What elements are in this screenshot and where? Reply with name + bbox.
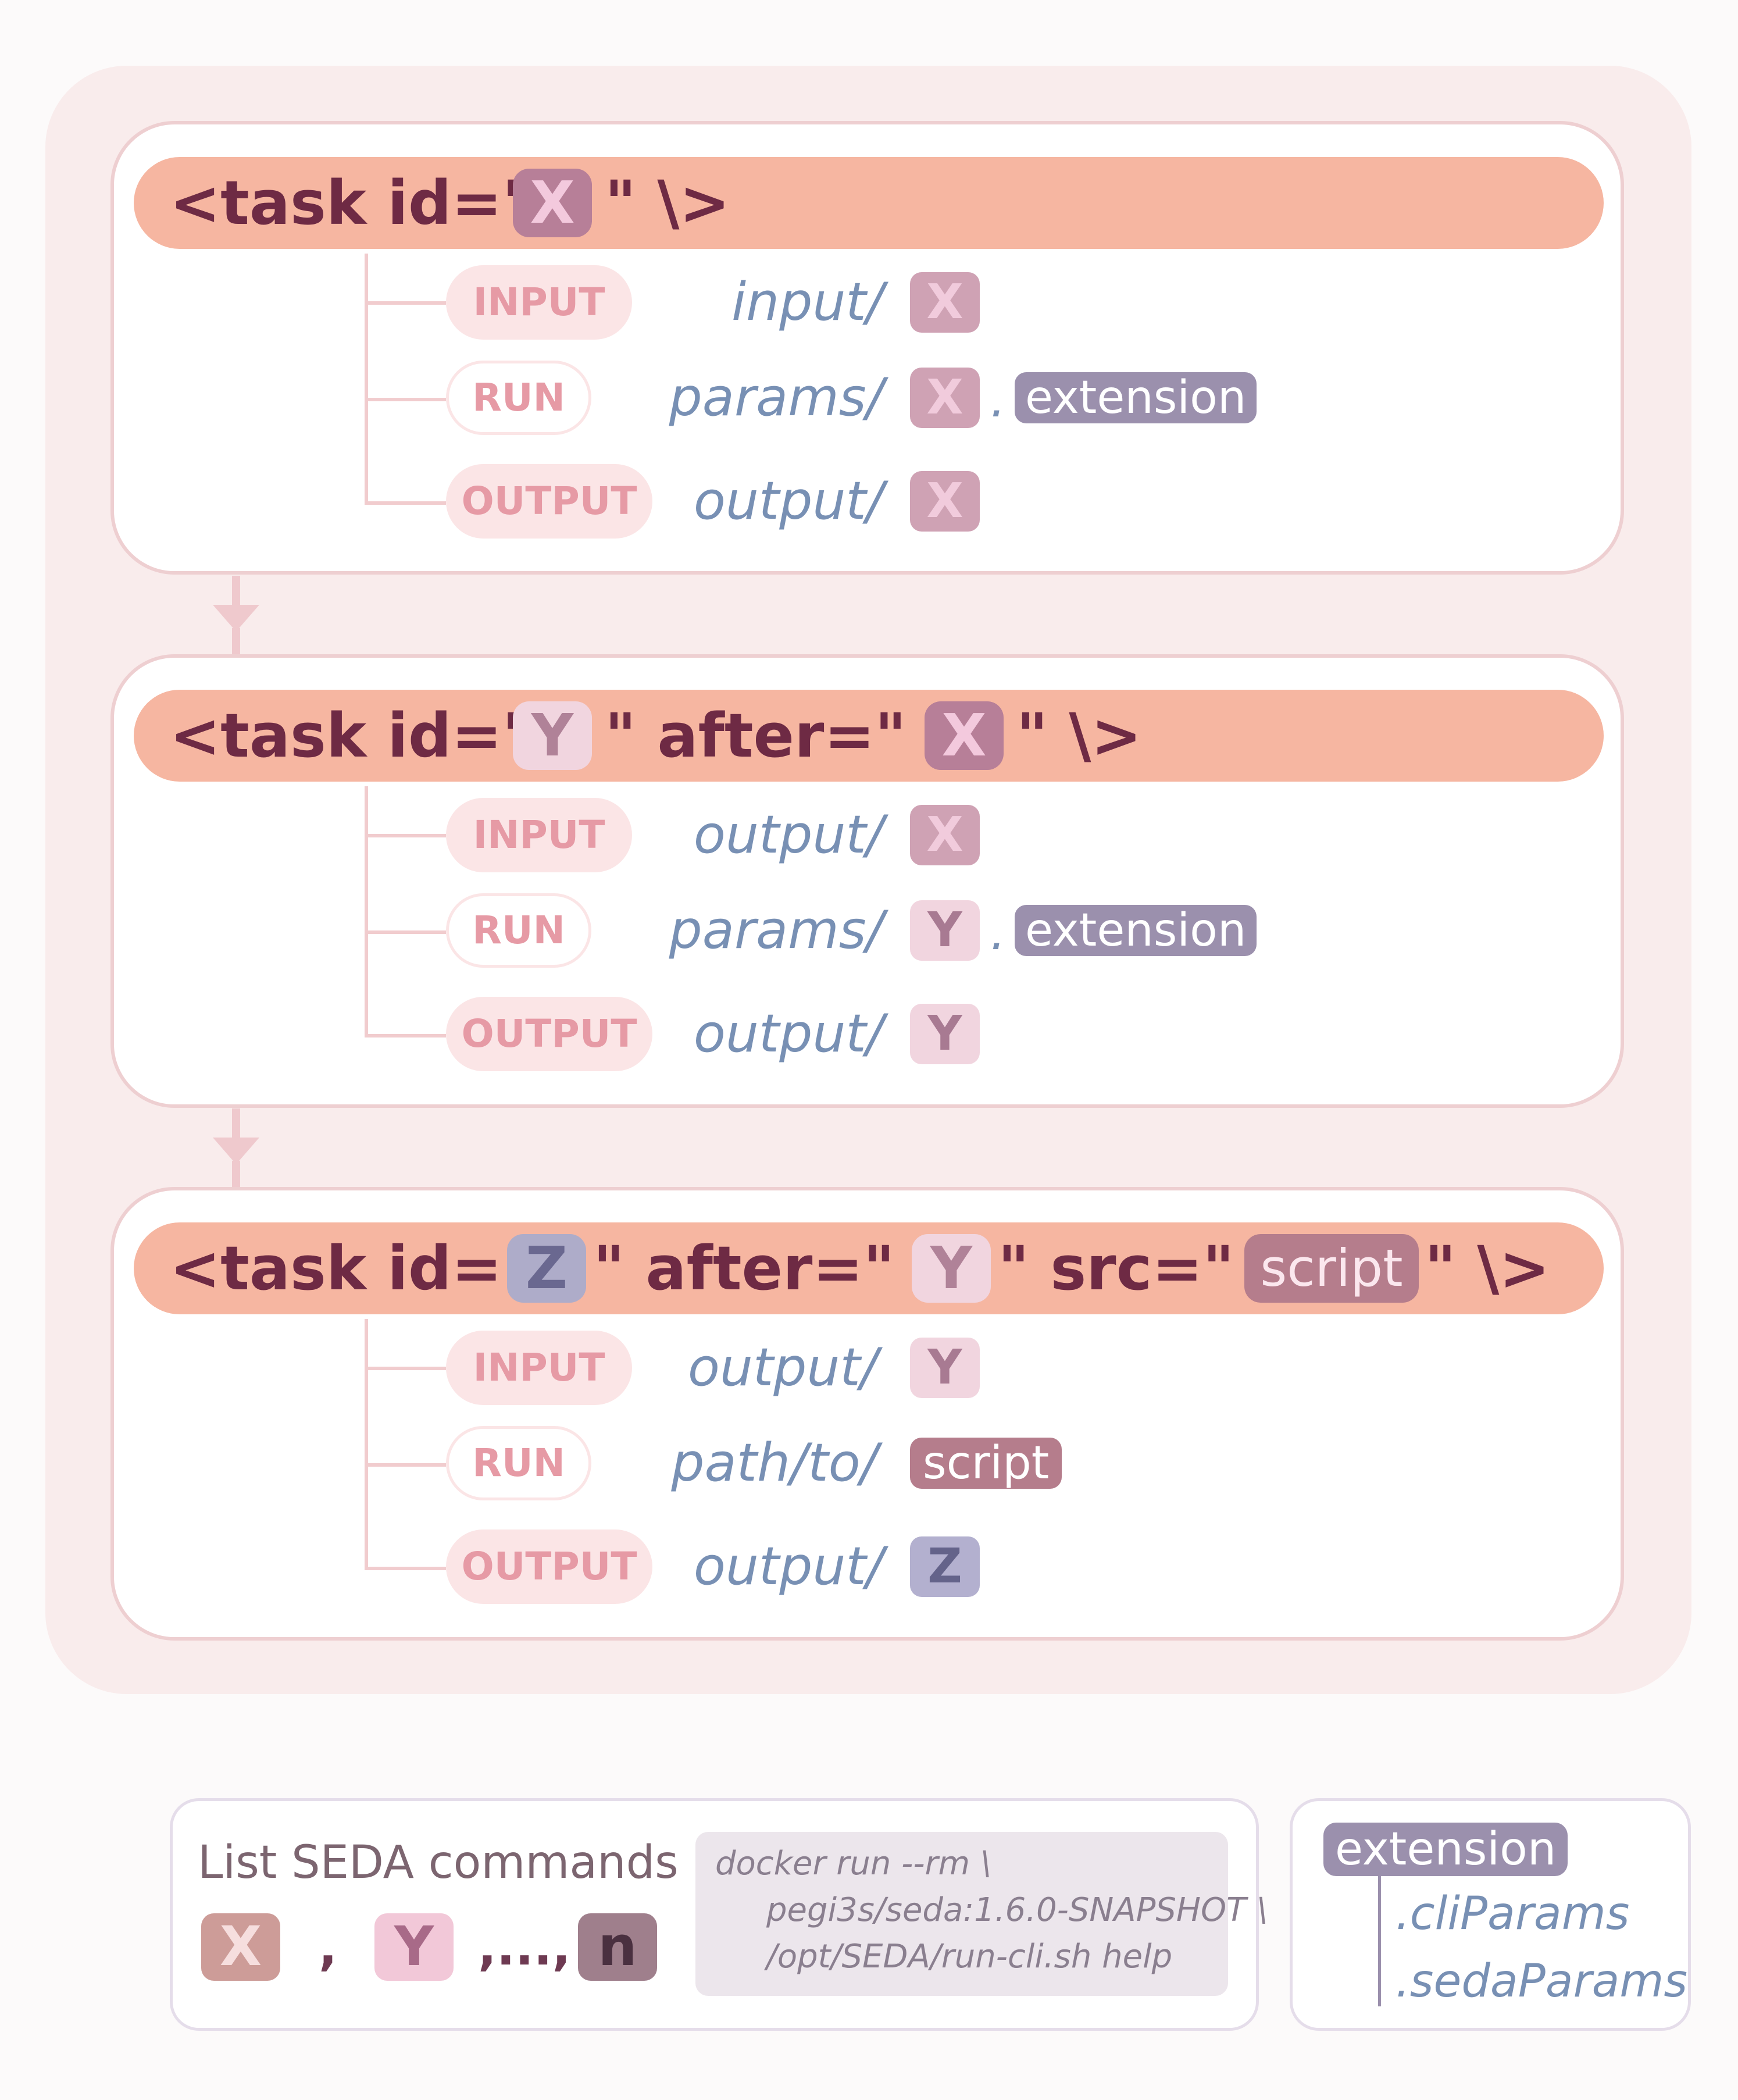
input-token: X (910, 805, 980, 865)
tree-branch (365, 501, 446, 505)
task-header-z: <task id=" Z " after=" Y " src=" script … (134, 1222, 1604, 1314)
extension-token: extension (1015, 905, 1257, 956)
task-after-token: Y (912, 1234, 991, 1303)
run-label: RUN (446, 1426, 591, 1500)
task-open-tag: <task id=" (170, 167, 534, 238)
extension-legend-title: extension (1323, 1823, 1568, 1876)
tree-branch (365, 1367, 446, 1370)
legend-separator: , (319, 1919, 337, 1976)
tree-line (365, 1319, 368, 1570)
arrow-down-icon (213, 605, 259, 632)
output-label: OUTPUT (446, 464, 652, 539)
task-open-tag: <task id=" (170, 700, 534, 771)
task-id-token: Z (507, 1234, 586, 1303)
output-label: OUTPUT (446, 997, 652, 1071)
output-token: X (910, 471, 980, 532)
task-after-token: X (925, 701, 1004, 770)
arrow-down-icon (213, 1138, 259, 1164)
input-label: INPUT (446, 1331, 632, 1405)
tree-branch (365, 1034, 446, 1037)
legend-token-n: n (578, 1913, 657, 1981)
tree-line (365, 254, 368, 505)
tree-branch (365, 1463, 446, 1467)
output-path: output/ (693, 1003, 884, 1064)
output-token: Y (910, 1004, 980, 1064)
task-src-attr: " src=" (998, 1233, 1234, 1304)
cli-command-line: docker run --rm \ (715, 1845, 991, 1882)
tree-branch (365, 834, 446, 837)
input-path: output/ (693, 804, 884, 865)
task-header-x: <task id=" X " \> (134, 157, 1604, 249)
run-label: RUN (446, 361, 591, 435)
task-src-token: script (1244, 1234, 1419, 1303)
task-id-token: X (513, 169, 592, 237)
output-path: output/ (693, 470, 884, 532)
dot-separator: . (990, 904, 1006, 961)
task-after-attr: " after=" (605, 700, 907, 771)
task-close-tag: " \> (1425, 1233, 1550, 1304)
extension-item: .cliParams (1396, 1888, 1630, 1940)
tree-branch (365, 930, 446, 934)
run-token: Y (910, 900, 980, 961)
extension-token: extension (1015, 372, 1257, 423)
dependency-connector (232, 1161, 240, 1190)
cli-command-line: /opt/SEDA/run-cli.sh help (766, 1938, 1173, 1976)
commands-legend-title: List SEDA commands (198, 1837, 679, 1889)
tree-branch (365, 398, 446, 401)
run-path: params/ (669, 900, 884, 961)
tree-branch (365, 301, 446, 305)
output-token: Z (910, 1536, 980, 1597)
output-label: OUTPUT (446, 1529, 652, 1604)
run-path: path/to/ (671, 1432, 878, 1493)
input-path: input/ (731, 272, 884, 333)
run-token: X (910, 368, 980, 428)
cli-command-line: pegi3s/seda:1.6.0-SNAPSHOT \ (766, 1891, 1268, 1929)
tree-line (365, 786, 368, 1037)
task-close-tag: " \> (1016, 700, 1142, 771)
task-close-tag: " \> (605, 167, 730, 238)
run-script-token: script (910, 1438, 1062, 1489)
task-header-y: <task id=" Y " after=" X " \> (134, 690, 1604, 782)
input-token: Y (910, 1338, 980, 1398)
legend-ellipsis: ,..., (478, 1919, 571, 1976)
task-open-tag: <task id=" (170, 1233, 534, 1304)
extension-tree-line (1378, 1876, 1381, 2006)
legend-token-y: Y (374, 1913, 454, 1981)
legend-token-x: X (201, 1913, 280, 1981)
cli-command-box (695, 1832, 1228, 1996)
input-token: X (910, 272, 980, 333)
output-path: output/ (693, 1536, 884, 1597)
input-label: INPUT (446, 798, 632, 872)
run-label: RUN (446, 893, 591, 968)
run-path: params/ (669, 367, 884, 428)
tree-branch (365, 1567, 446, 1570)
dependency-connector (232, 628, 240, 657)
extension-item: .sedaParams (1396, 1955, 1688, 2008)
dot-separator: . (990, 371, 1006, 428)
task-after-attr: " after=" (593, 1233, 895, 1304)
task-id-token: Y (513, 701, 592, 770)
input-path: output/ (687, 1337, 878, 1398)
input-label: INPUT (446, 265, 632, 340)
